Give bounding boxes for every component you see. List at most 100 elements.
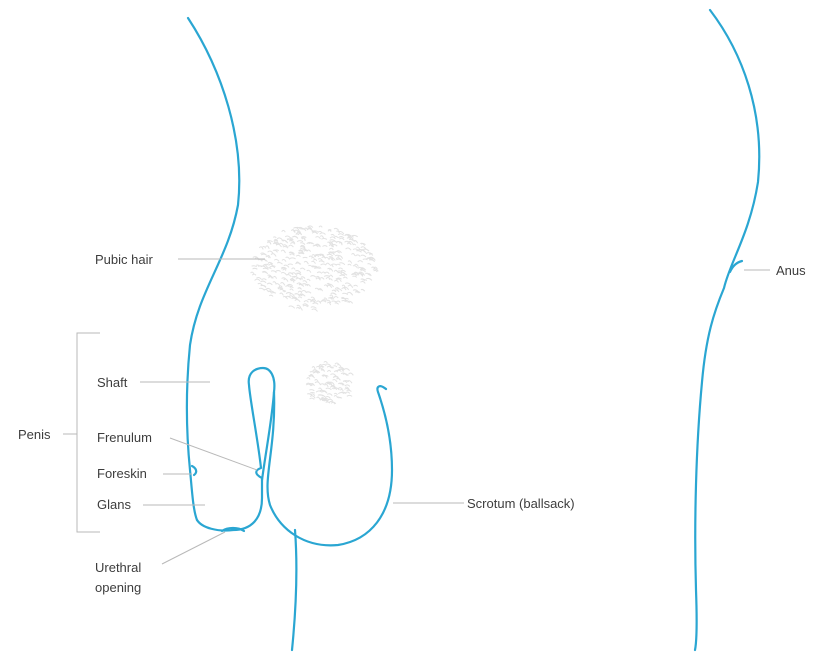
hair-stroke	[344, 369, 350, 371]
hair-stroke	[343, 381, 347, 383]
hair-stroke	[282, 259, 286, 261]
hair-stroke	[307, 270, 311, 272]
hair-stroke	[268, 251, 273, 253]
hair-stroke	[262, 279, 267, 280]
hair-stroke	[266, 246, 270, 249]
hair-stroke	[298, 291, 302, 293]
penis-label: Penis	[18, 427, 51, 442]
hair-stroke	[319, 261, 325, 262]
hair-stroke	[307, 279, 310, 281]
hair-stroke	[374, 270, 378, 272]
leg-outline	[292, 530, 296, 650]
hair-stroke	[253, 268, 258, 269]
hair-stroke	[258, 283, 262, 285]
hair-stroke	[307, 378, 310, 380]
hair-stroke	[269, 295, 273, 296]
hair-stroke	[321, 238, 327, 239]
hair-stroke	[361, 247, 366, 249]
hair-stroke	[293, 276, 299, 278]
hair-stroke	[282, 230, 286, 232]
hair-stroke	[291, 280, 294, 282]
hair-stroke	[259, 288, 265, 290]
hair-stroke	[334, 270, 337, 272]
hair-stroke	[322, 391, 326, 393]
hair-stroke	[347, 292, 353, 295]
hair-stroke	[348, 285, 353, 288]
hair-stroke	[347, 381, 352, 384]
hair-stroke	[366, 278, 372, 280]
hair-stroke	[306, 292, 311, 293]
hair-stroke	[281, 250, 285, 253]
hair-stroke	[311, 257, 314, 258]
hair-stroke	[319, 226, 322, 227]
hair-stroke	[318, 259, 322, 261]
hair-stroke	[276, 271, 281, 272]
hair-stroke	[290, 258, 296, 259]
hair-stroke	[309, 376, 314, 378]
hair-stroke	[334, 297, 338, 298]
hair-stroke	[252, 266, 257, 267]
hair-stroke	[326, 263, 330, 265]
hair-stroke	[310, 276, 316, 278]
hair-stroke	[299, 284, 304, 286]
hair-stroke	[339, 263, 345, 265]
hair-stroke	[296, 255, 300, 256]
hair-stroke	[327, 394, 332, 396]
hair-stroke	[310, 398, 315, 399]
hair-stroke	[255, 279, 260, 281]
hair-stroke	[348, 261, 352, 264]
hair-stroke	[304, 261, 308, 264]
hair-stroke	[334, 290, 339, 292]
hair-stroke	[336, 259, 342, 260]
hair-stroke	[352, 253, 355, 255]
hair-stroke	[347, 390, 352, 391]
hair-stroke	[310, 301, 315, 303]
hair-stroke	[326, 277, 330, 279]
hair-stroke	[284, 279, 288, 282]
hair-stroke	[286, 293, 291, 294]
hair-stroke	[287, 239, 292, 240]
hair-stroke	[276, 284, 281, 286]
hair-stroke	[353, 249, 358, 250]
hair-stroke	[326, 402, 330, 403]
hair-stroke	[304, 301, 308, 303]
hair-stroke	[353, 266, 358, 268]
pubic-hair-texture-lower	[306, 362, 353, 405]
hair-stroke	[312, 366, 315, 368]
hair-stroke	[311, 297, 315, 299]
hair-stroke	[273, 237, 276, 238]
foreskin-mark	[192, 466, 196, 475]
hair-stroke	[316, 391, 322, 392]
hair-stroke	[300, 243, 305, 245]
hair-stroke	[290, 287, 294, 288]
shaft-label: Shaft	[97, 375, 128, 390]
hair-stroke	[251, 272, 254, 274]
back-body-outline	[695, 10, 759, 650]
hair-stroke	[309, 256, 313, 257]
hair-stroke	[271, 293, 276, 294]
hair-stroke	[331, 374, 337, 376]
hair-stroke	[335, 363, 339, 364]
hair-stroke	[334, 396, 338, 398]
hair-stroke	[312, 261, 316, 263]
hair-stroke	[321, 264, 327, 265]
hair-stroke	[317, 272, 322, 273]
hair-stroke	[333, 380, 338, 382]
hair-stroke	[345, 298, 349, 299]
urethral-label-line1: Urethral	[95, 560, 141, 575]
hair-stroke	[328, 230, 331, 232]
hair-stroke	[329, 248, 333, 250]
hair-stroke	[273, 250, 278, 252]
hair-stroke	[289, 306, 295, 308]
hair-stroke	[277, 263, 282, 265]
hair-stroke	[324, 362, 328, 363]
hair-stroke	[334, 228, 339, 230]
hair-stroke	[331, 234, 335, 236]
hair-stroke	[323, 246, 328, 247]
hair-stroke	[298, 297, 302, 298]
hair-stroke	[259, 247, 263, 250]
pubic-hair-label: Pubic hair	[95, 252, 153, 267]
hair-stroke	[311, 307, 317, 309]
hair-stroke	[360, 281, 365, 283]
